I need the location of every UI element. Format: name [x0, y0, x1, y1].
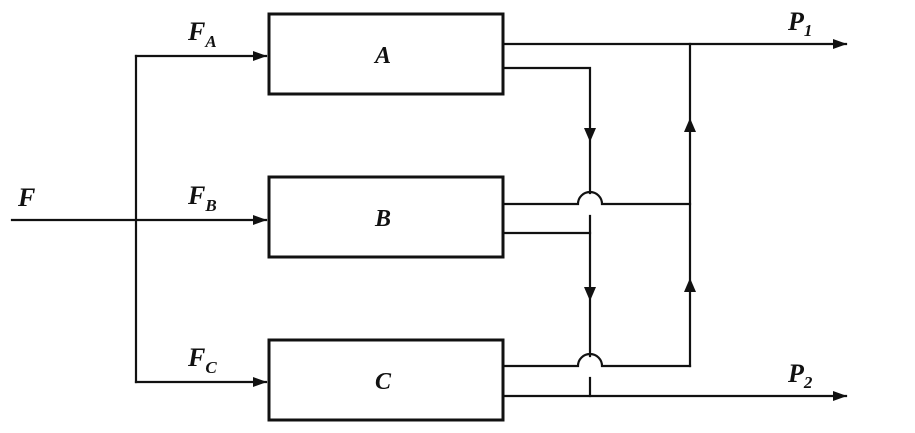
unit-b-box	[267, 175, 505, 259]
stream-fc-main: F	[187, 343, 205, 372]
product-p1-sub: 1	[804, 21, 813, 40]
feed-label: F	[17, 183, 35, 212]
product-p1-main: P	[787, 7, 805, 36]
product-p2-sub: 2	[803, 373, 813, 392]
product-p2-main: P	[787, 359, 805, 388]
down-arrow-lower	[584, 287, 596, 301]
p1-collector-arrow-lower	[684, 278, 696, 292]
unit-a-label: A	[373, 43, 391, 69]
stream-fb-main: F	[187, 181, 205, 210]
unit-a-down-stream	[501, 66, 592, 195]
unit-c-box	[267, 338, 505, 422]
unit-c-label: C	[375, 369, 392, 395]
unit-c-up-stream	[501, 352, 692, 368]
stream-fb-sub: B	[204, 196, 216, 215]
stream-fa-label: FA	[187, 17, 217, 51]
unit-b-label: B	[374, 206, 391, 232]
stream-fc-label: FC	[187, 343, 217, 377]
stream-fa-main: F	[187, 17, 205, 46]
stream-fb-label: FB	[187, 181, 217, 215]
unit-a-box	[267, 12, 505, 96]
unit-b-up-stream	[501, 190, 692, 206]
p1-collector-arrow-upper	[684, 118, 696, 132]
product-p1-label: P1	[787, 7, 812, 40]
down-arrow-upper	[584, 128, 596, 142]
stream-fc-sub: C	[205, 358, 217, 377]
product-p2-label: P2	[787, 359, 813, 392]
stream-fa-sub: A	[204, 32, 216, 51]
